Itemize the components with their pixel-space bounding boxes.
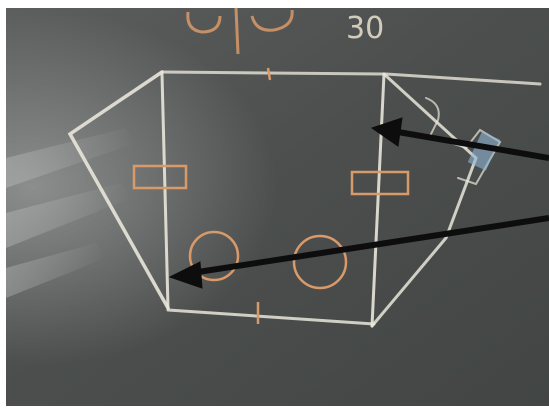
- scribble-number: 30: [346, 11, 384, 46]
- chalkboard-photo: 30: [6, 8, 549, 406]
- chalkboard-svg: 30: [6, 8, 549, 406]
